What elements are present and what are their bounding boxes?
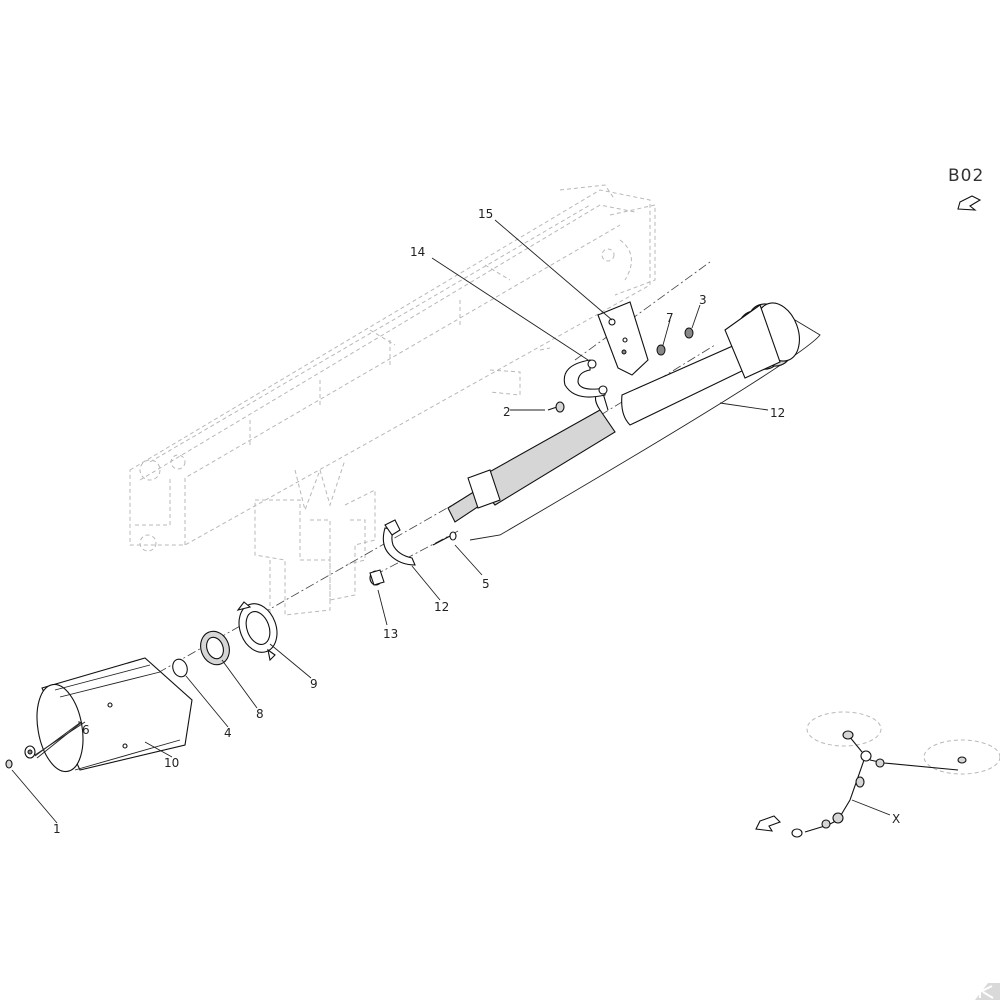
half-clamp-part-12 xyxy=(382,519,416,566)
flange-part-9 xyxy=(236,601,278,662)
callout-8: 8 xyxy=(256,707,264,721)
callout-4: 4 xyxy=(224,726,232,740)
callout-10: 10 xyxy=(164,756,179,770)
arrow-icon xyxy=(755,815,781,832)
bolt-part-2 xyxy=(547,401,565,413)
callout-12-clamp: 12 xyxy=(434,600,449,614)
frame-ghost-outline xyxy=(129,184,656,640)
callout-2: 2 xyxy=(503,405,511,419)
circlip-part-4 xyxy=(172,658,188,678)
callout-9: 9 xyxy=(310,677,318,691)
callout-leaders xyxy=(11,219,769,824)
washer-part-7 xyxy=(656,344,666,356)
pto-driveshaft-part-12 xyxy=(447,302,821,541)
machine-overview-inset: X xyxy=(755,711,1000,838)
callout-14: 14 xyxy=(410,245,425,259)
bracket-plate-part-15 xyxy=(597,301,649,376)
washer-part-6 xyxy=(24,745,36,759)
u-clamp-part-14 xyxy=(563,359,608,398)
callout-7: 7 xyxy=(666,311,674,325)
overview-label-x: X xyxy=(892,812,900,826)
pin-part-5 xyxy=(432,531,457,546)
callout-3: 3 xyxy=(699,293,707,307)
callout-1: 1 xyxy=(53,822,61,836)
page-code: B02 xyxy=(948,166,984,186)
callout-labels: 1 2 3 4 5 6 7 8 9 10 12 12 13 14 15 xyxy=(53,207,785,836)
callout-13: 13 xyxy=(383,627,398,641)
callout-12-shaft: 12 xyxy=(770,406,785,420)
brand-logo-icon xyxy=(975,983,1000,1000)
nut-part-3 xyxy=(684,327,694,339)
sleeve-part-13 xyxy=(369,569,385,586)
guard-tube-part-10 xyxy=(36,657,193,773)
screw-part-1 xyxy=(5,759,13,769)
callout-6: 6 xyxy=(82,723,90,737)
bearing-part-8 xyxy=(200,630,230,666)
callout-15: 15 xyxy=(478,207,493,221)
callout-5: 5 xyxy=(482,577,490,591)
arrow-icon xyxy=(957,195,982,211)
